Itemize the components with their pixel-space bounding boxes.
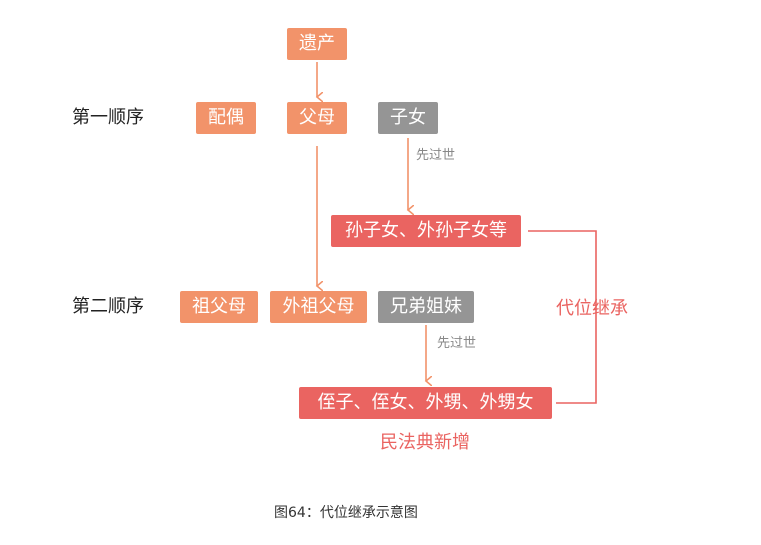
first-order-label: 第一顺序 [72, 107, 144, 128]
predeceased-note-2: 先过世 [437, 336, 477, 351]
representation-label: 代位继承 [556, 298, 628, 319]
second-order-label: 第二顺序 [72, 296, 144, 317]
siblings-box: 兄弟姐妹 [378, 291, 474, 323]
estate-box: 遗产 [287, 28, 347, 60]
representation-bracket [528, 230, 597, 404]
civil-code-new-label: 民法典新增 [380, 432, 470, 453]
children-box: 子女 [378, 102, 438, 134]
predeceased-note-1: 先过世 [416, 148, 456, 163]
nephews-nieces-box: 侄子、侄女、外甥、外甥女 [299, 387, 552, 419]
parents-box: 父母 [287, 102, 347, 134]
spouse-box: 配偶 [196, 102, 256, 134]
figure-caption: 图64：代位继承示意图 [274, 505, 418, 521]
paternal-grandparents-box: 祖父母 [180, 291, 258, 323]
grandchildren-box: 孙子女、外孙子女等 [331, 215, 521, 247]
maternal-grandparents-box: 外祖父母 [270, 291, 367, 323]
